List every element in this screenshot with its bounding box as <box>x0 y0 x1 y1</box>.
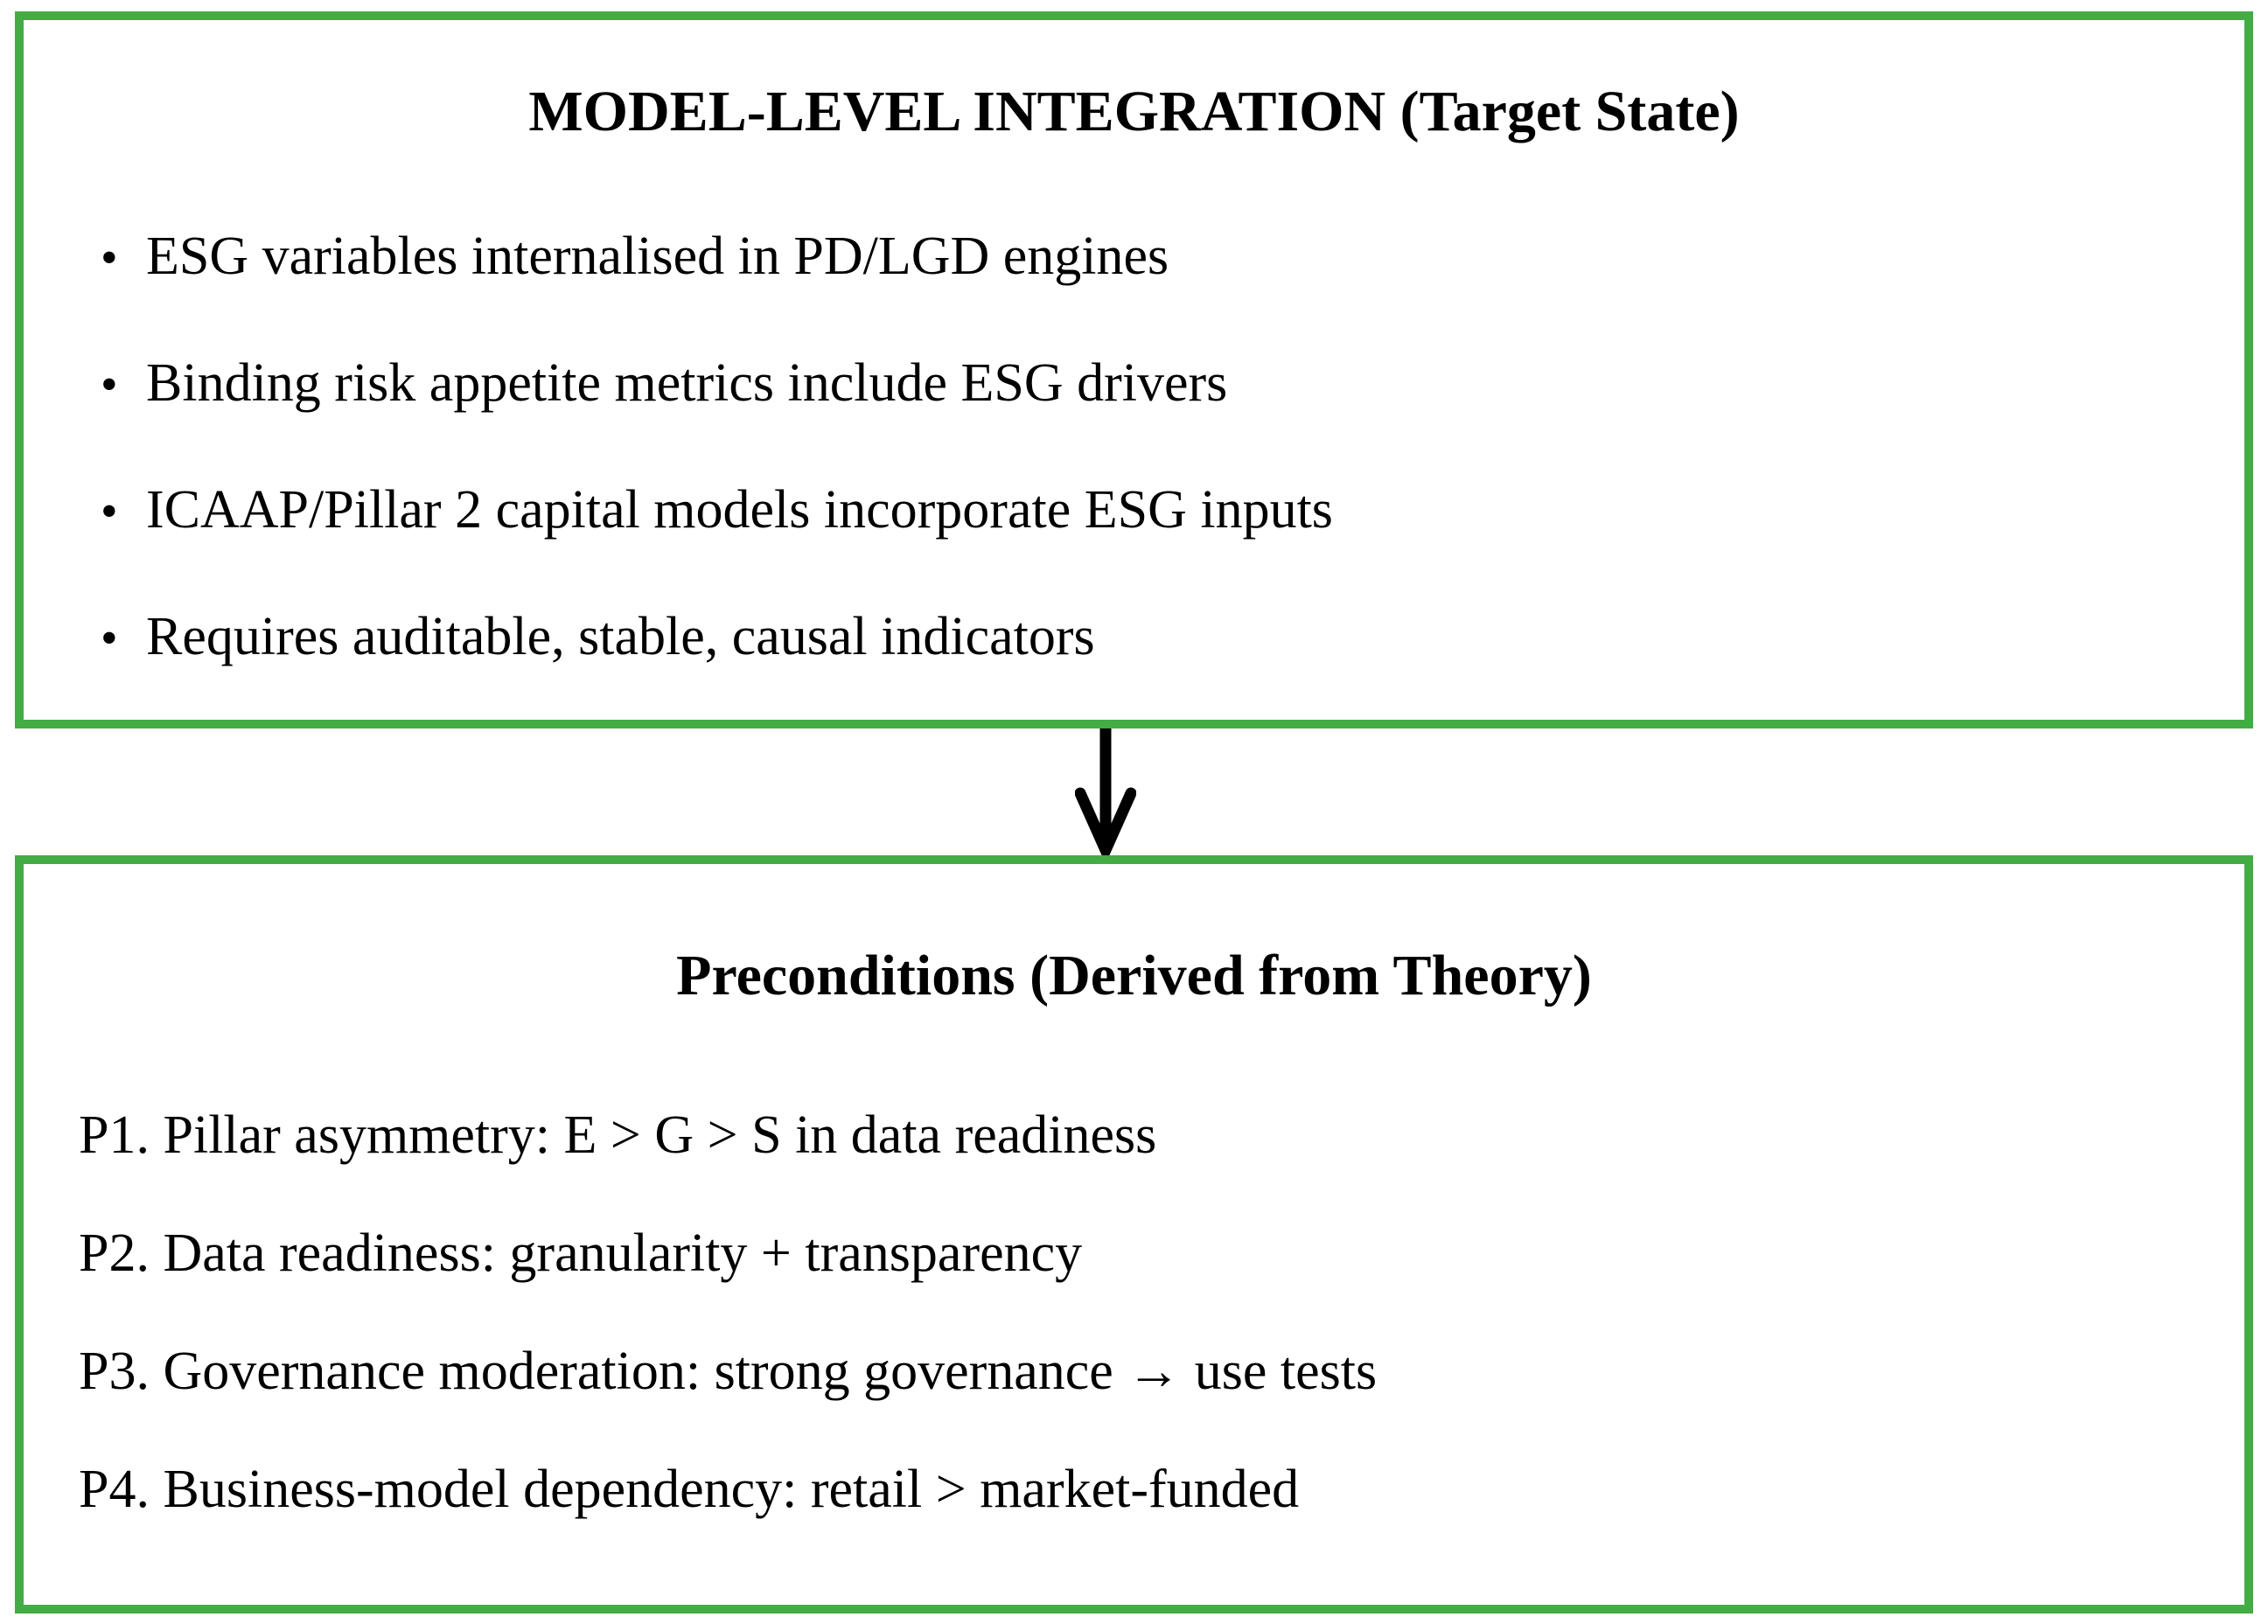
bullet-text: Binding risk appetite metrics include ES… <box>146 353 1228 413</box>
target-state-bullet-list: • ESG variables internalised in PD/LGD e… <box>101 222 2209 673</box>
preconditions-title: Preconditions (Derived from Theory) <box>676 944 1592 1007</box>
precondition-item: P1. Pillar asymmetry: E > G > S in data … <box>79 1105 1157 1165</box>
bullet-item: • Requires auditable, stable, causal ind… <box>101 603 2209 673</box>
bullet-text: ICAAP/Pillar 2 capital models incorporat… <box>146 480 1333 540</box>
bullet-icon: • <box>101 611 118 666</box>
preconditions-box: Preconditions (Derived from Theory) P1. … <box>15 855 2253 1614</box>
bullet-text: Requires auditable, stable, causal indic… <box>146 607 1095 666</box>
precondition-item: P2. Data readiness: granularity + transp… <box>79 1223 1083 1283</box>
bullet-icon: • <box>101 358 118 412</box>
precondition-item: P4. Business-model dependency: retail > … <box>79 1460 1300 1519</box>
down-arrow-icon <box>1074 728 1137 864</box>
bullet-item: • ESG variables internalised in PD/LGD e… <box>101 222 2209 292</box>
bullet-item: • ICAAP/Pillar 2 capital models incorpor… <box>101 476 2209 546</box>
precondition-item: P3. Governance moderation: strong govern… <box>79 1342 1378 1401</box>
preconditions-list: P1. Pillar asymmetry: E > G > S in data … <box>79 1101 2209 1523</box>
bullet-item: • Binding risk appetite metrics include … <box>101 349 2209 419</box>
bullet-icon: • <box>101 484 118 539</box>
target-state-title: MODEL-LEVEL INTEGRATION (Target State) <box>528 80 1740 143</box>
bullet-text: ESG variables internalised in PD/LGD eng… <box>146 227 1169 286</box>
target-state-box: MODEL-LEVEL INTEGRATION (Target State) •… <box>15 11 2253 728</box>
bullet-icon: • <box>101 231 118 285</box>
connector <box>1074 728 1137 864</box>
